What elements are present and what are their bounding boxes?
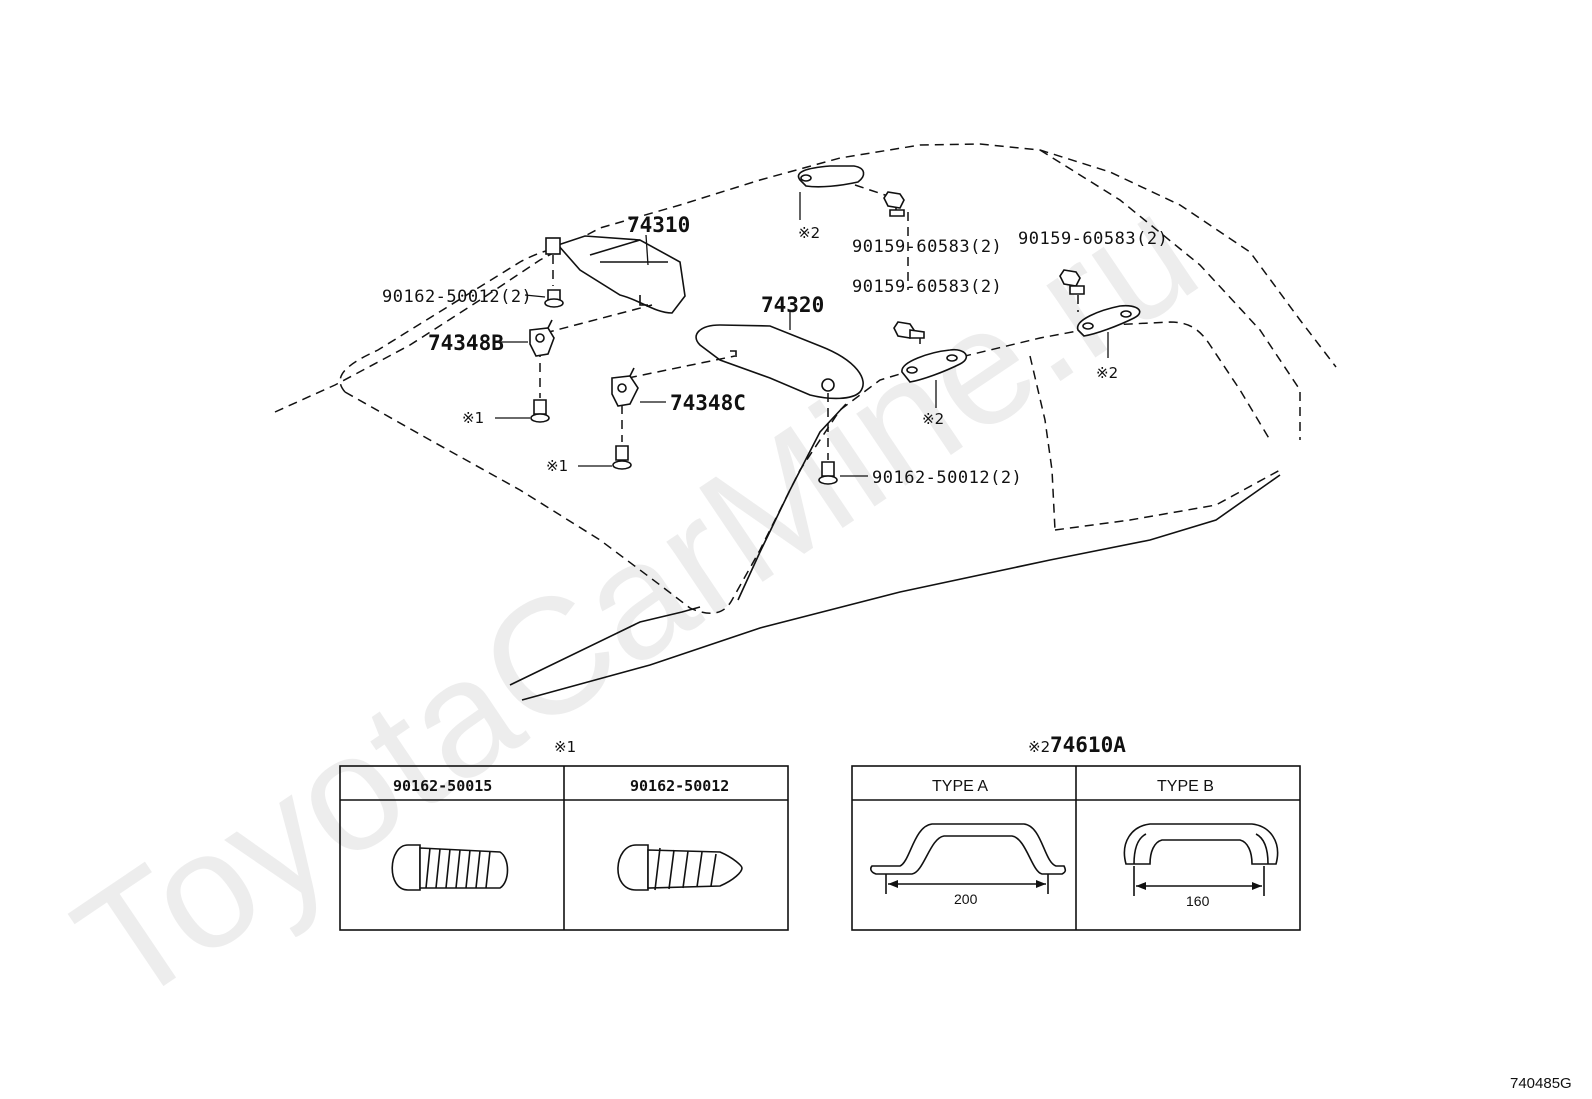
label-74310: 74310	[627, 213, 690, 237]
screw-ref1-left[interactable]	[530, 399, 550, 423]
label-screw-lower: 90162-50012(2)	[872, 468, 1022, 488]
sun-visor-right[interactable]	[695, 324, 864, 400]
car-body-outline	[274, 143, 1337, 701]
dim-type-b: 160	[1186, 893, 1210, 909]
table1-col1: 90162-50015	[393, 777, 492, 795]
label-screw-upper: 90162-50012(2)	[382, 287, 532, 307]
label-ref1-center: ※1	[546, 457, 568, 475]
table-ref1	[339, 765, 789, 931]
table2-part: 74610A	[1050, 733, 1126, 757]
table2-col2: TYPE B	[1157, 778, 1214, 795]
label-ref1-left: ※1	[462, 409, 484, 427]
screw-90162-50012-upper[interactable]	[544, 289, 564, 308]
grip-type-b-illustration	[1123, 823, 1279, 896]
table-ref2	[851, 765, 1301, 931]
label-bolt-right: 90159-60583(2)	[1018, 229, 1168, 249]
diagram-code: 740485G	[1510, 1075, 1572, 1092]
dim-type-a: 200	[954, 891, 978, 907]
visor-holder-74348c[interactable]	[611, 367, 639, 407]
label-ref2-middle: ※2	[922, 410, 944, 428]
bolt-top[interactable]	[883, 191, 905, 217]
label-bolt-middle: 90159-60583(2)	[852, 277, 1002, 297]
screw-90162-50012-illustration	[617, 844, 743, 891]
assist-grip-right[interactable]	[1077, 304, 1141, 337]
label-74348b: 74348B	[428, 331, 504, 355]
bolt-right[interactable]	[1059, 269, 1085, 295]
screw-90162-50012-lower[interactable]	[818, 461, 838, 485]
table2-col1: TYPE A	[932, 778, 988, 795]
label-ref2-top: ※2	[798, 224, 820, 242]
bolt-90162-50015-illustration	[391, 844, 509, 891]
grip-type-a-illustration	[870, 823, 1067, 894]
table1-col2: 90162-50012	[630, 777, 729, 795]
table1-ref: ※1	[554, 738, 576, 756]
screw-ref1-center[interactable]	[612, 445, 632, 470]
label-bolt-top: 90159-60583(2)	[852, 237, 1002, 257]
label-74320: 74320	[761, 293, 824, 317]
visor-holder-74348b[interactable]	[529, 319, 555, 357]
label-ref2-right: ※2	[1096, 364, 1118, 382]
label-74348c: 74348C	[670, 391, 746, 415]
bolt-middle[interactable]	[893, 321, 925, 339]
assist-grip-top[interactable]	[797, 165, 865, 188]
table2-ref: ※2	[1028, 738, 1050, 756]
assist-grip-middle[interactable]	[901, 348, 968, 383]
sun-visor-left[interactable]	[545, 235, 686, 314]
